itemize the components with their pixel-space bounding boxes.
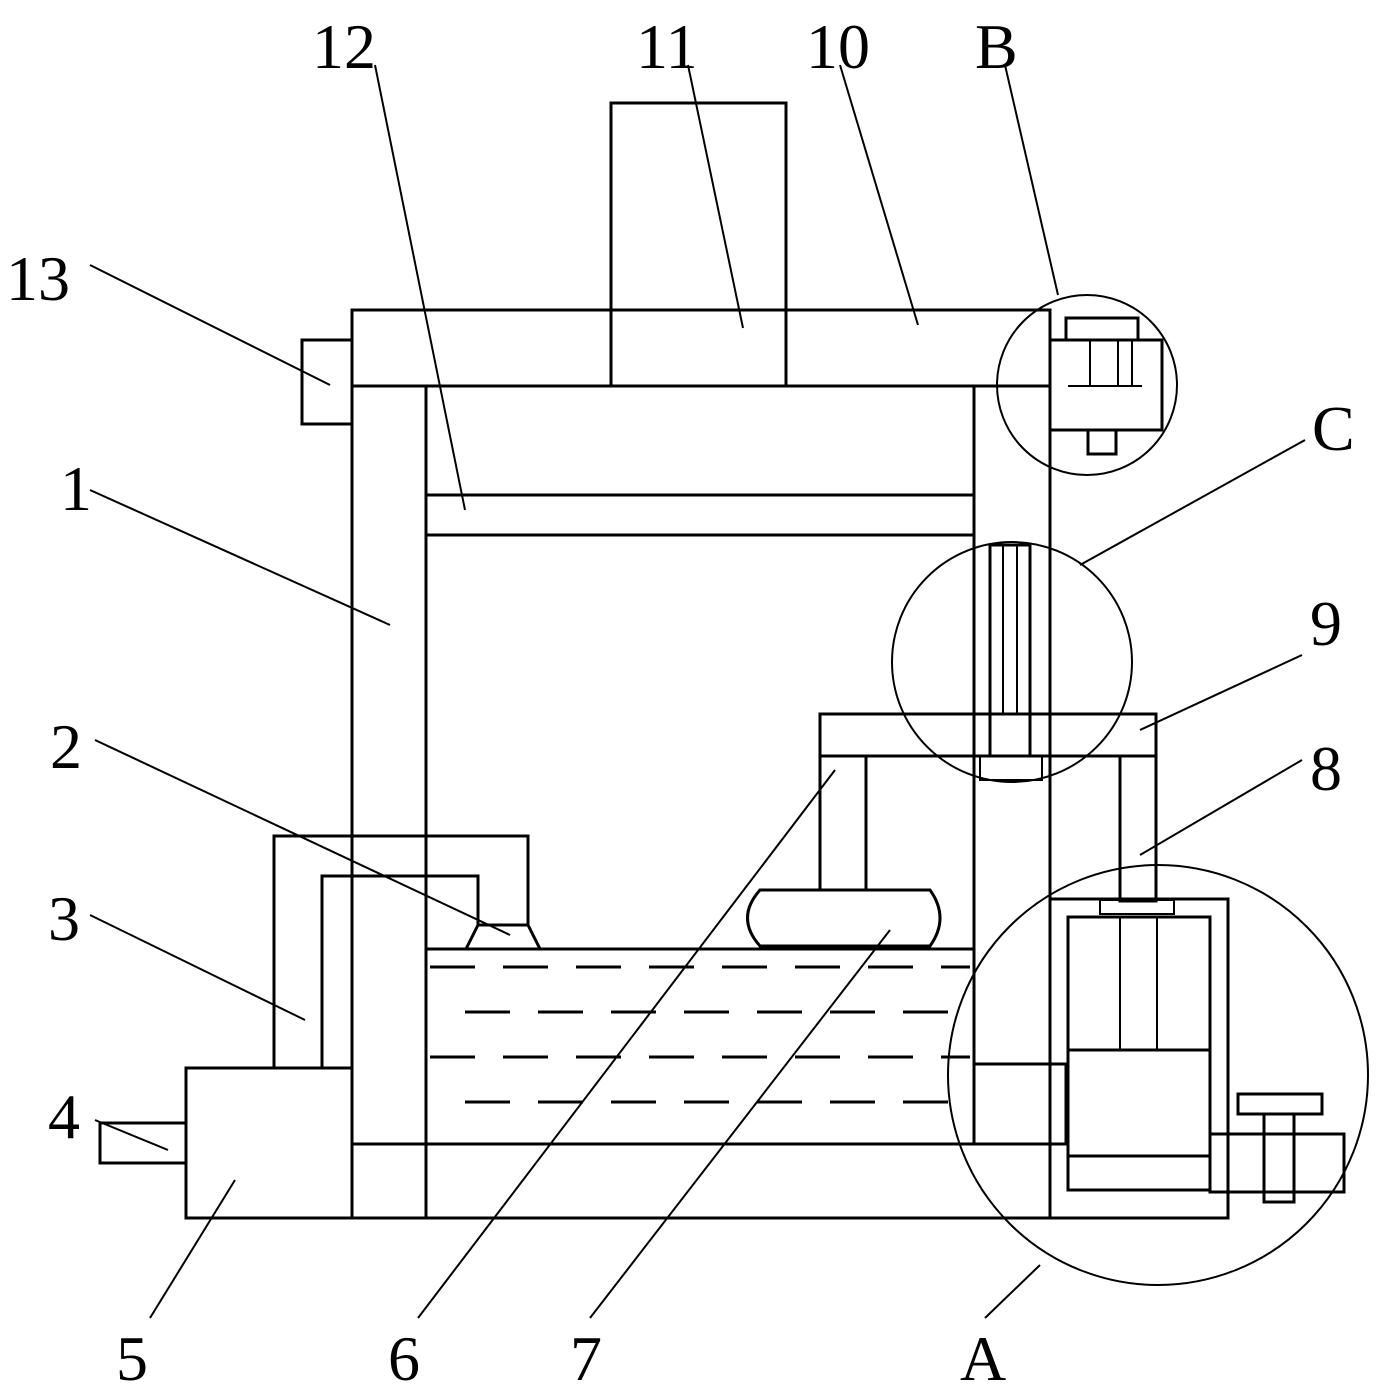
filter-block	[184, 1066, 354, 1220]
side-tank	[972, 897, 1346, 1220]
liquid	[430, 965, 970, 1104]
latch	[1048, 316, 1164, 456]
label-4: 4	[48, 1081, 80, 1152]
pipe	[272, 834, 543, 1068]
label-9: 9	[1310, 588, 1342, 659]
detail-circle-a	[947, 864, 1369, 1286]
main-box	[350, 384, 1052, 1220]
label-11: 11	[636, 11, 698, 82]
filter-plate	[424, 493, 976, 537]
motor	[609, 101, 788, 388]
label-12: 12	[312, 11, 376, 82]
label-5: 5	[116, 1323, 148, 1390]
label-b: B	[975, 11, 1018, 82]
detail-circle-c	[891, 541, 1133, 783]
inlet	[98, 1121, 188, 1165]
label-3: 3	[48, 883, 80, 954]
bracket	[818, 543, 1158, 903]
label-7: 7	[570, 1323, 602, 1390]
labels: 13 1 2 3 4 5 6 7 A 12 11 10 B C 9 8	[6, 11, 1355, 1390]
label-8: 8	[1310, 733, 1342, 804]
label-6: 6	[388, 1323, 420, 1390]
handle	[300, 338, 354, 426]
label-c: C	[1312, 393, 1355, 464]
leader-lines	[89, 64, 1306, 1319]
lid	[350, 308, 1052, 388]
label-13: 13	[6, 243, 70, 314]
detail-circle-b	[996, 294, 1178, 476]
float	[746, 888, 942, 948]
label-1: 1	[60, 453, 92, 524]
label-a: A	[960, 1323, 1006, 1390]
label-10: 10	[806, 11, 870, 82]
label-2: 2	[50, 711, 82, 782]
